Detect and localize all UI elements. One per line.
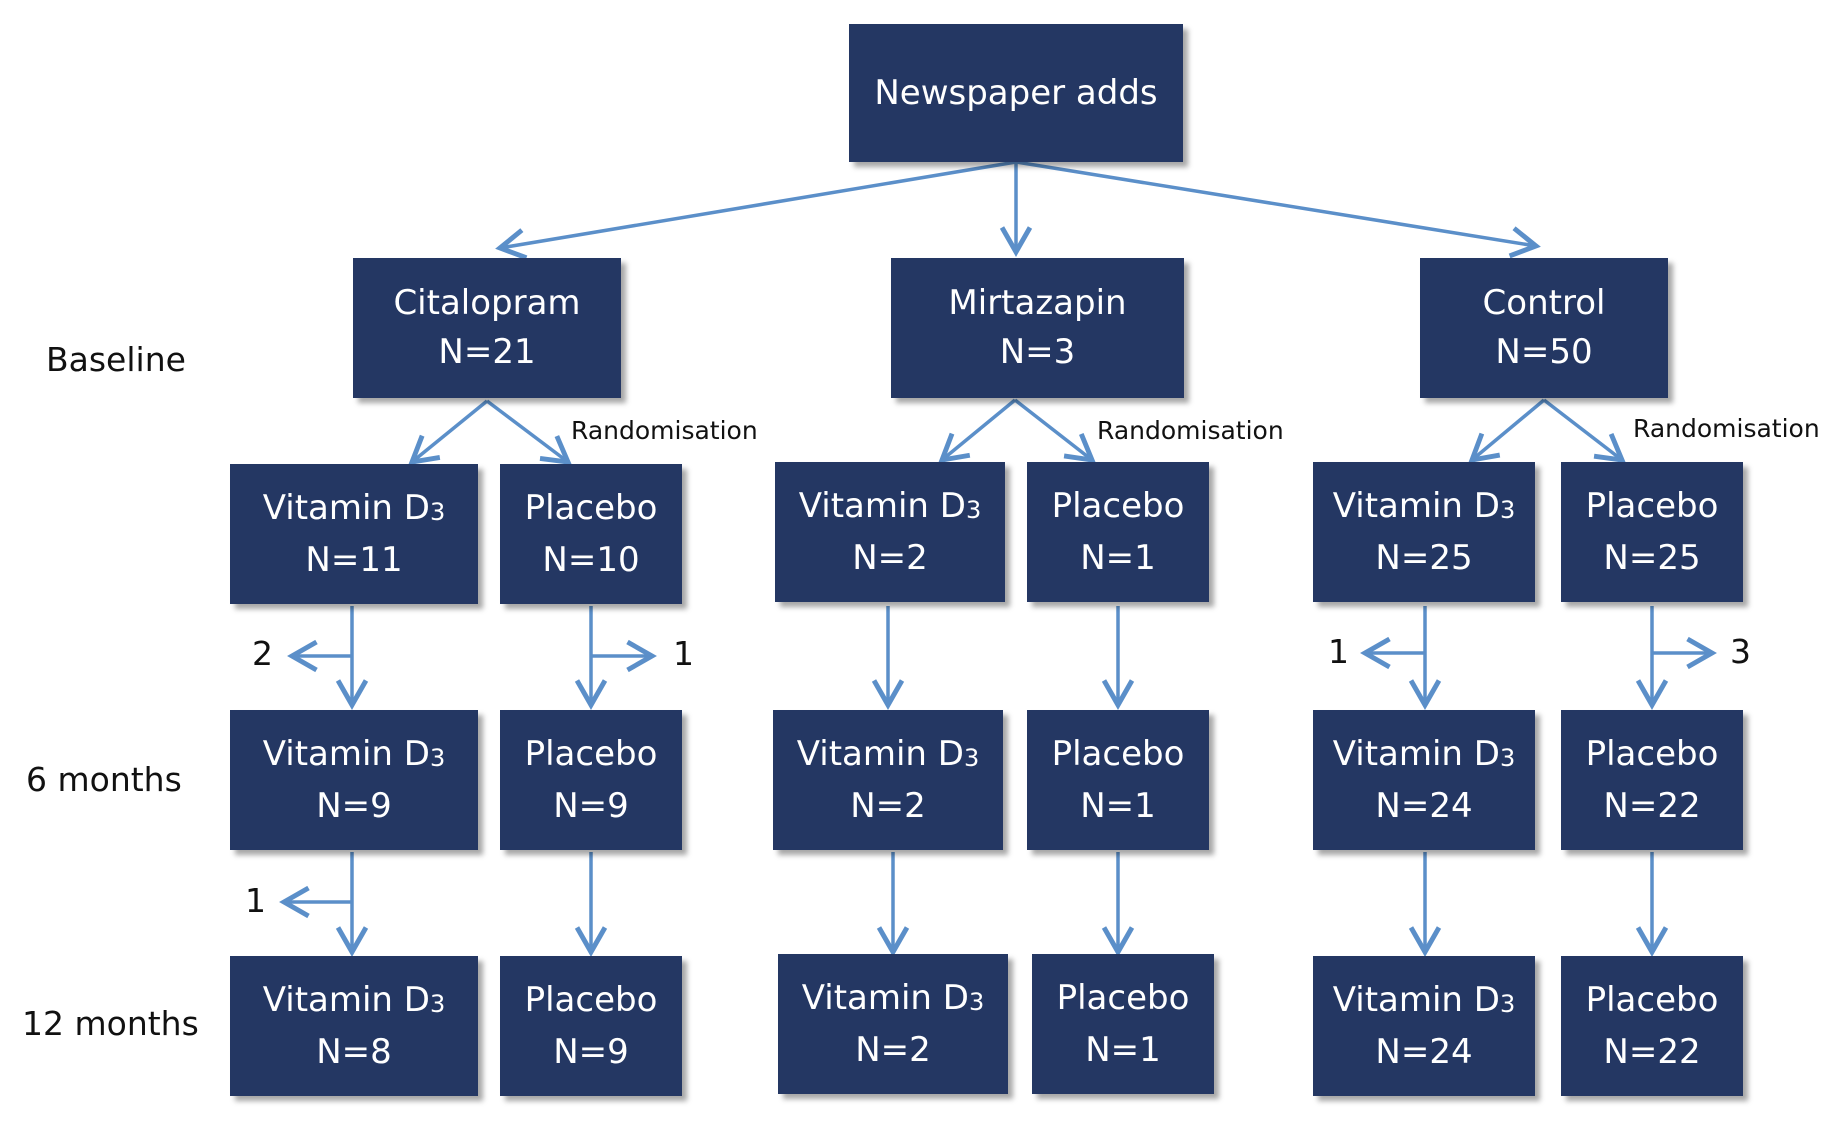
group-name: Citalopram [393,283,581,323]
arm-count: N=2 [850,785,926,826]
arm-box-mir-vitd-6m: Vitamin D3 N=2 [773,710,1003,850]
arm-drug: Placebo [1056,977,1190,1018]
arm-drug-sub: 3 [1499,495,1516,524]
connector-arrows [279,160,1717,957]
arrow-source-control [1015,160,1541,259]
arm-count: N=10 [542,539,640,580]
arrow-mirtazapin-vitd [938,398,1017,464]
randomisation-label-control: Randomisation [1633,414,1820,443]
arm-box-mir-plac-baseline: Placebo N=1 [1027,462,1209,602]
arm-drug: Vitamin D [262,979,430,1020]
group-box-control: Control N=50 [1420,258,1668,398]
arrow-citalopram-placebo [485,399,572,465]
arm-box-con-plac-12m: Placebo N=22 [1561,956,1743,1096]
arm-drug-sub: 3 [429,989,446,1018]
arm-drug-sub: 3 [1499,743,1516,772]
source-box: Newspaper adds [849,24,1183,162]
arm-drug-sub: 3 [429,743,446,772]
arm-count: N=2 [852,537,928,578]
arm-drug: Vitamin D [798,485,966,526]
arm-drug: Placebo [1051,485,1185,526]
arm-drug: Vitamin D [262,487,430,528]
row-label-12-months: 12 months [22,1004,199,1043]
arrow-source-citalopram [495,160,1017,261]
arm-drug: Vitamin D [796,733,964,774]
dropout-count-cit-plac-6m: 1 [673,634,694,673]
arm-count: N=1 [1080,537,1156,578]
source-label: Newspaper adds [874,72,1158,113]
row-label-6-months: 6 months [26,760,182,799]
arm-drug-sub: 3 [429,497,446,526]
arm-count: N=24 [1375,785,1473,826]
arm-count: N=11 [305,539,403,580]
arm-box-mir-plac-12m: Placebo N=1 [1032,954,1214,1094]
group-name: Mirtazapin [948,283,1127,323]
arm-drug: Vitamin D [801,977,969,1018]
arm-drug-sub: 3 [1499,989,1516,1018]
arm-box-cit-plac-6m: Placebo N=9 [500,710,682,850]
arm-drug: Placebo [1051,733,1185,774]
arm-box-con-vitd-12m: Vitamin D3 N=24 [1313,956,1535,1096]
group-name: Control [1482,283,1606,323]
arm-box-mir-plac-6m: Placebo N=1 [1027,710,1209,850]
arm-count: N=9 [316,785,392,826]
arm-count: N=22 [1603,1031,1701,1072]
group-count: N=21 [438,332,536,372]
arrow-control-vitd [1468,398,1546,464]
arm-box-cit-plac-baseline: Placebo N=10 [500,464,682,604]
arm-drug: Vitamin D [1332,733,1500,774]
arm-count: N=9 [553,785,629,826]
arm-drug: Placebo [524,733,658,774]
group-box-mirtazapin: Mirtazapin N=3 [891,258,1184,398]
arm-drug-sub: 3 [963,743,980,772]
randomisation-label-citalopram: Randomisation [571,416,758,445]
arm-box-mir-vitd-12m: Vitamin D3 N=2 [778,954,1008,1094]
arm-drug-sub: 3 [965,495,982,524]
arrow-control-placebo [1542,398,1626,464]
arm-count: N=9 [553,1031,629,1072]
arm-count: N=8 [316,1031,392,1072]
arm-count: N=1 [1085,1029,1161,1070]
arm-drug: Vitamin D [1332,979,1500,1020]
dropout-count-con-plac-6m: 3 [1730,632,1751,671]
arm-drug: Placebo [1585,979,1719,1020]
arm-box-con-vitd-baseline: Vitamin D3 N=25 [1313,462,1535,602]
group-count: N=3 [999,332,1076,372]
arrow-citalopram-vitd [408,399,489,466]
arm-drug: Placebo [524,487,658,528]
arm-box-cit-vitd-baseline: Vitamin D3 N=11 [230,464,478,604]
arm-count: N=22 [1603,785,1701,826]
group-box-citalopram: Citalopram N=21 [353,258,621,398]
arm-box-cit-plac-12m: Placebo N=9 [500,956,682,1096]
arm-box-cit-vitd-12m: Vitamin D3 N=8 [230,956,478,1096]
arm-drug: Placebo [1585,485,1719,526]
arm-drug: Vitamin D [262,733,430,774]
arm-box-con-plac-6m: Placebo N=22 [1561,710,1743,850]
arm-box-con-plac-baseline: Placebo N=25 [1561,462,1743,602]
group-count: N=50 [1495,332,1593,372]
arm-count: N=25 [1603,537,1701,578]
row-label-baseline: Baseline [46,340,186,379]
arm-count: N=25 [1375,537,1473,578]
dropout-count-cit-vitd-6m: 2 [252,634,273,673]
arm-box-cit-vitd-6m: Vitamin D3 N=9 [230,710,478,850]
arm-box-mir-vitd-baseline: Vitamin D3 N=2 [775,462,1005,602]
arrow-mirtazapin-placebo [1013,398,1096,464]
arm-drug: Placebo [524,979,658,1020]
randomisation-label-mirtazapin: Randomisation [1097,416,1284,445]
arm-drug-sub: 3 [968,987,985,1016]
arm-drug: Vitamin D [1332,485,1500,526]
dropout-count-cit-vitd-12m: 1 [245,881,266,920]
arm-drug: Placebo [1585,733,1719,774]
arm-box-con-vitd-6m: Vitamin D3 N=24 [1313,710,1535,850]
arm-count: N=24 [1375,1031,1473,1072]
dropout-count-con-vitd-6m: 1 [1328,632,1349,671]
arm-count: N=2 [855,1029,931,1070]
arm-count: N=1 [1080,785,1156,826]
